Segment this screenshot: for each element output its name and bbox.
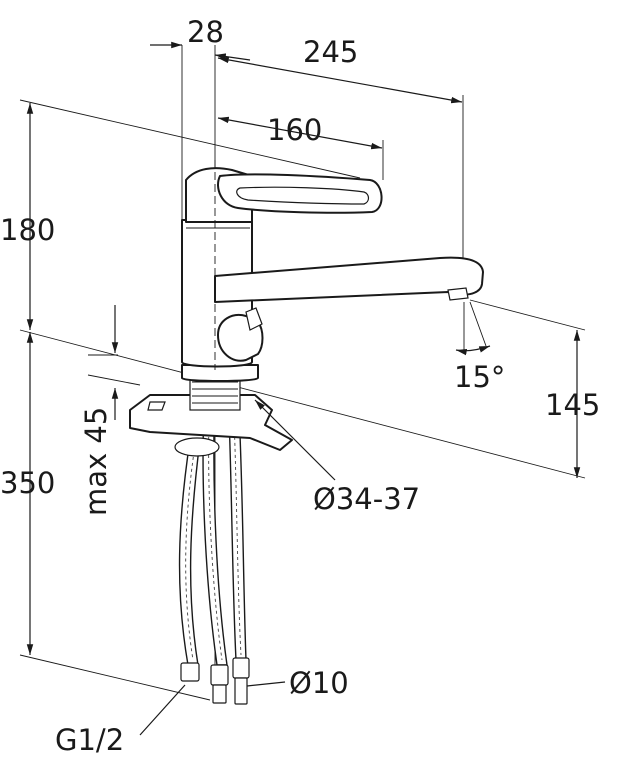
dim-label-180: 180 xyxy=(0,213,55,247)
leader-hose-diameter xyxy=(246,681,286,687)
supply-hoses xyxy=(178,389,250,705)
dim-label-160: 160 xyxy=(267,113,322,147)
dim-label-145: 145 xyxy=(545,388,600,422)
dimension-245-line xyxy=(217,56,463,104)
leader-hole-diameter xyxy=(254,399,336,481)
dim-label-thread: G1/2 xyxy=(55,723,124,757)
dim-label-28: 28 xyxy=(187,15,224,49)
dim-label-max45: max 45 xyxy=(79,407,113,516)
dim-label-350: 350 xyxy=(0,466,55,500)
leader-thread xyxy=(139,684,186,736)
dimension-15deg-arc xyxy=(455,345,491,356)
dim-label-hole-diameter: Ø34-37 xyxy=(313,482,420,516)
dim-label-15deg: 15° xyxy=(454,360,505,394)
faucet-body xyxy=(129,160,484,705)
dim-label-245: 245 xyxy=(303,35,358,69)
dimension-160-line xyxy=(217,116,383,150)
dim-label-hose-diameter: Ø10 xyxy=(289,666,349,700)
mounting-bracket xyxy=(129,394,293,457)
